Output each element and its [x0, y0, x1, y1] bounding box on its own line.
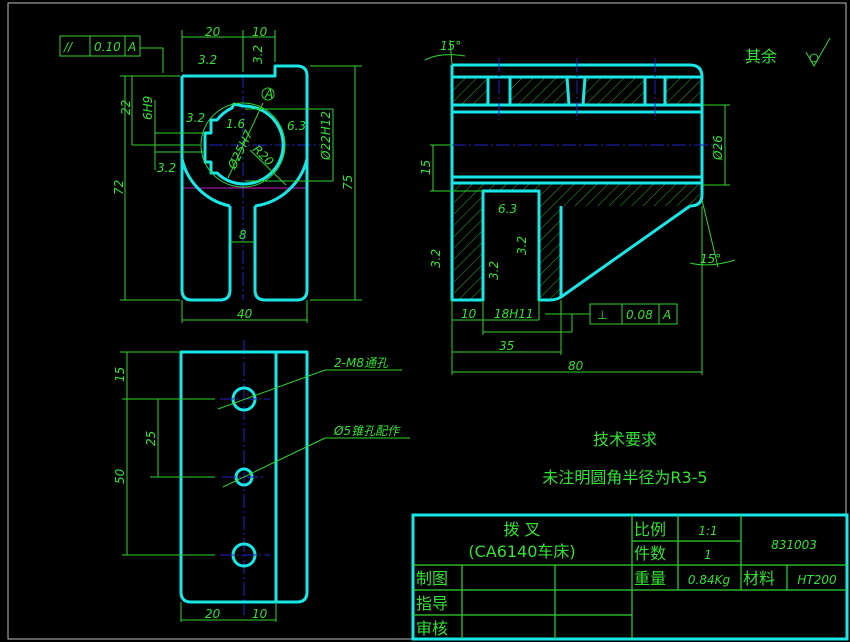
roughness-label: 3.2: [186, 111, 205, 125]
dim-50: 50: [113, 468, 127, 484]
drawn-label: 制图: [416, 569, 448, 588]
material-value: HT200: [797, 573, 837, 587]
dim-25: 25: [144, 431, 158, 446]
roughness-label: 1.6: [226, 117, 245, 131]
dim-15: 15: [113, 367, 127, 382]
guide-label: 指导: [416, 594, 448, 613]
part-name: 拨 叉: [503, 520, 540, 539]
dim-20: 20: [205, 607, 221, 621]
check-label: 审核: [416, 619, 448, 638]
roughness-symbol-icon: [805, 37, 831, 68]
perpendicular-symbol: ⊥: [597, 308, 607, 322]
roughness-label: 6.3: [498, 202, 517, 216]
dim-20: 20: [205, 25, 221, 39]
roughness-label: 3.2: [429, 249, 443, 268]
requirements-text: 未注明圆角半径为R3-5: [542, 468, 707, 487]
dim-26: Ø26: [711, 135, 725, 161]
material-label: 材料: [743, 569, 775, 588]
note-holes: 2-M8通孔: [334, 356, 389, 370]
weight-label: 重量: [634, 569, 666, 588]
section-view: 15° 15° 15 Ø26 10 18H11 35 80 ⊥ 0.08 A 6…: [419, 39, 736, 375]
dim-10: 10: [252, 25, 268, 39]
dim-35: 35: [499, 339, 514, 353]
dim-angle-bottom: 15°: [700, 252, 721, 266]
dim-40: 40: [237, 307, 253, 321]
datum-a: A: [264, 87, 273, 101]
dim-r20: R20: [250, 142, 277, 169]
roughness-label: 3.2: [251, 45, 265, 64]
front-view: 20 10 A 72 22 6H9 75 Ø22H12 Ø25H7 R20 8 …: [59, 25, 362, 323]
drawing-number: 831003: [771, 538, 817, 552]
tolerance-datum: A: [662, 308, 671, 322]
qty-value: 1: [704, 548, 712, 562]
requirements-title: 技术要求: [593, 430, 657, 449]
dim-10: 10: [461, 307, 477, 321]
qty-label: 件数: [634, 544, 666, 563]
drawing-frame: [7, 2, 847, 640]
roughness-label: 6.3: [287, 119, 306, 133]
roughness-label: 3.2: [157, 161, 176, 175]
surface-note: 其余: [745, 47, 777, 66]
roughness-label: 3.2: [487, 261, 501, 280]
tolerance-datum: A: [127, 40, 136, 54]
tolerance-value: 0.08: [626, 308, 653, 322]
dim-22h12: Ø22H12: [319, 111, 333, 161]
dim-6h9: 6H9: [141, 96, 155, 120]
roughness-label: 3.2: [515, 236, 529, 255]
dim-18h11: 18H11: [494, 307, 534, 321]
parallel-symbol: //: [63, 40, 74, 54]
bottom-view: 15 25 50 20 10 2-M8通孔 Ø5锥孔配作: [113, 340, 410, 622]
dim-22: 22: [119, 100, 133, 115]
machine-name: (CA6140车床): [468, 542, 575, 561]
dim-80: 80: [568, 359, 584, 373]
weight-value: 0.84Kg: [688, 573, 731, 587]
scale-value: 1:1: [698, 524, 717, 538]
note-taper: Ø5锥孔配作: [333, 424, 401, 438]
dim-15: 15: [419, 160, 433, 175]
scale-label: 比例: [634, 520, 666, 539]
dim-8: 8: [239, 228, 247, 242]
roughness-label: 3.2: [198, 53, 217, 67]
dim-10: 10: [252, 607, 268, 621]
dim-angle-top: 15°: [440, 39, 461, 53]
dim-72: 72: [112, 180, 126, 195]
tolerance-value: 0.10: [94, 40, 121, 54]
dim-75: 75: [341, 175, 355, 190]
title-block: 拨 叉 (CA6140车床) 比例 1:1 件数 1 831003 重量 0.8…: [411, 513, 849, 641]
